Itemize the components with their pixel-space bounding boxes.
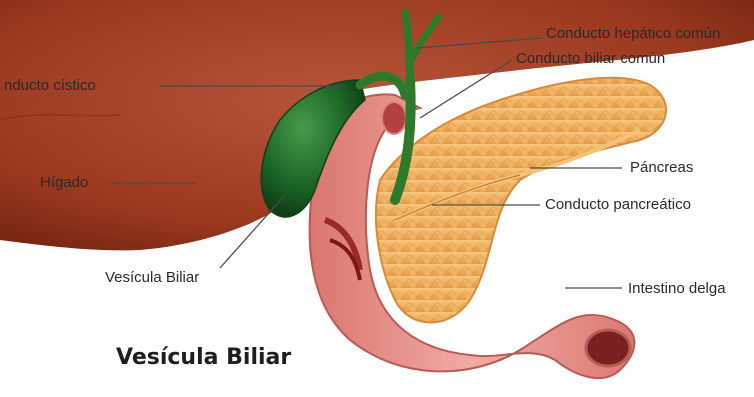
label-conducto-cistico: nducto cístico: [4, 78, 96, 93]
label-conducto-pancreatico: Conducto pancreático: [545, 197, 691, 212]
label-pancreas: Páncreas: [630, 160, 693, 175]
diagram-title: Vesícula Biliar: [116, 345, 291, 370]
label-vesicula: Vesícula Biliar: [105, 270, 199, 285]
intestine-opening: [586, 330, 630, 366]
label-conducto-biliar: Conducto biliar común: [516, 51, 665, 66]
label-intestino: Intestino delga: [628, 281, 726, 296]
label-higado: Hígado: [40, 175, 88, 190]
label-conducto-hepatico: Conducto hepático común: [546, 26, 720, 41]
